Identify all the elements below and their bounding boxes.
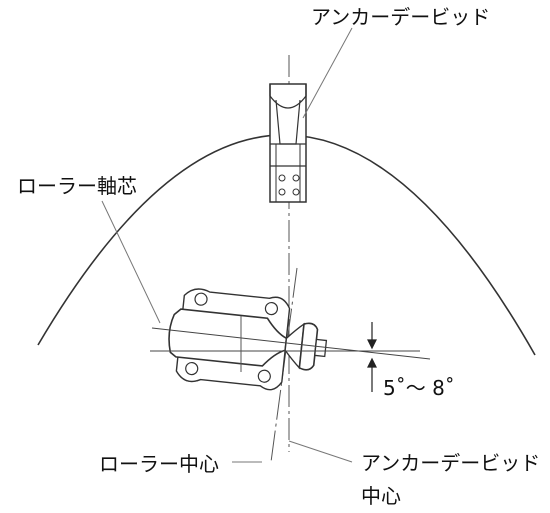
anchor-davit xyxy=(269,83,307,203)
leader-roller-axis xyxy=(101,200,161,324)
angle-label: 5˚～ 8˚ xyxy=(383,376,455,400)
anchor-davit-center-label-line1: アンカーデービッド xyxy=(361,451,541,475)
leader-anchor-davit xyxy=(302,27,353,119)
leader-anchor-davit-center xyxy=(288,440,353,463)
roller-center-label: ローラー中心 xyxy=(99,452,219,476)
roller-axis-line xyxy=(151,327,431,360)
roller-axis-label: ローラー軸芯 xyxy=(17,174,137,198)
angle-indicator xyxy=(367,322,377,392)
anchor-davit-label: アンカーデービッド xyxy=(311,5,491,29)
anchor-davit-center-label-line2: 中心 xyxy=(361,484,401,508)
roller-assembly xyxy=(168,288,328,391)
